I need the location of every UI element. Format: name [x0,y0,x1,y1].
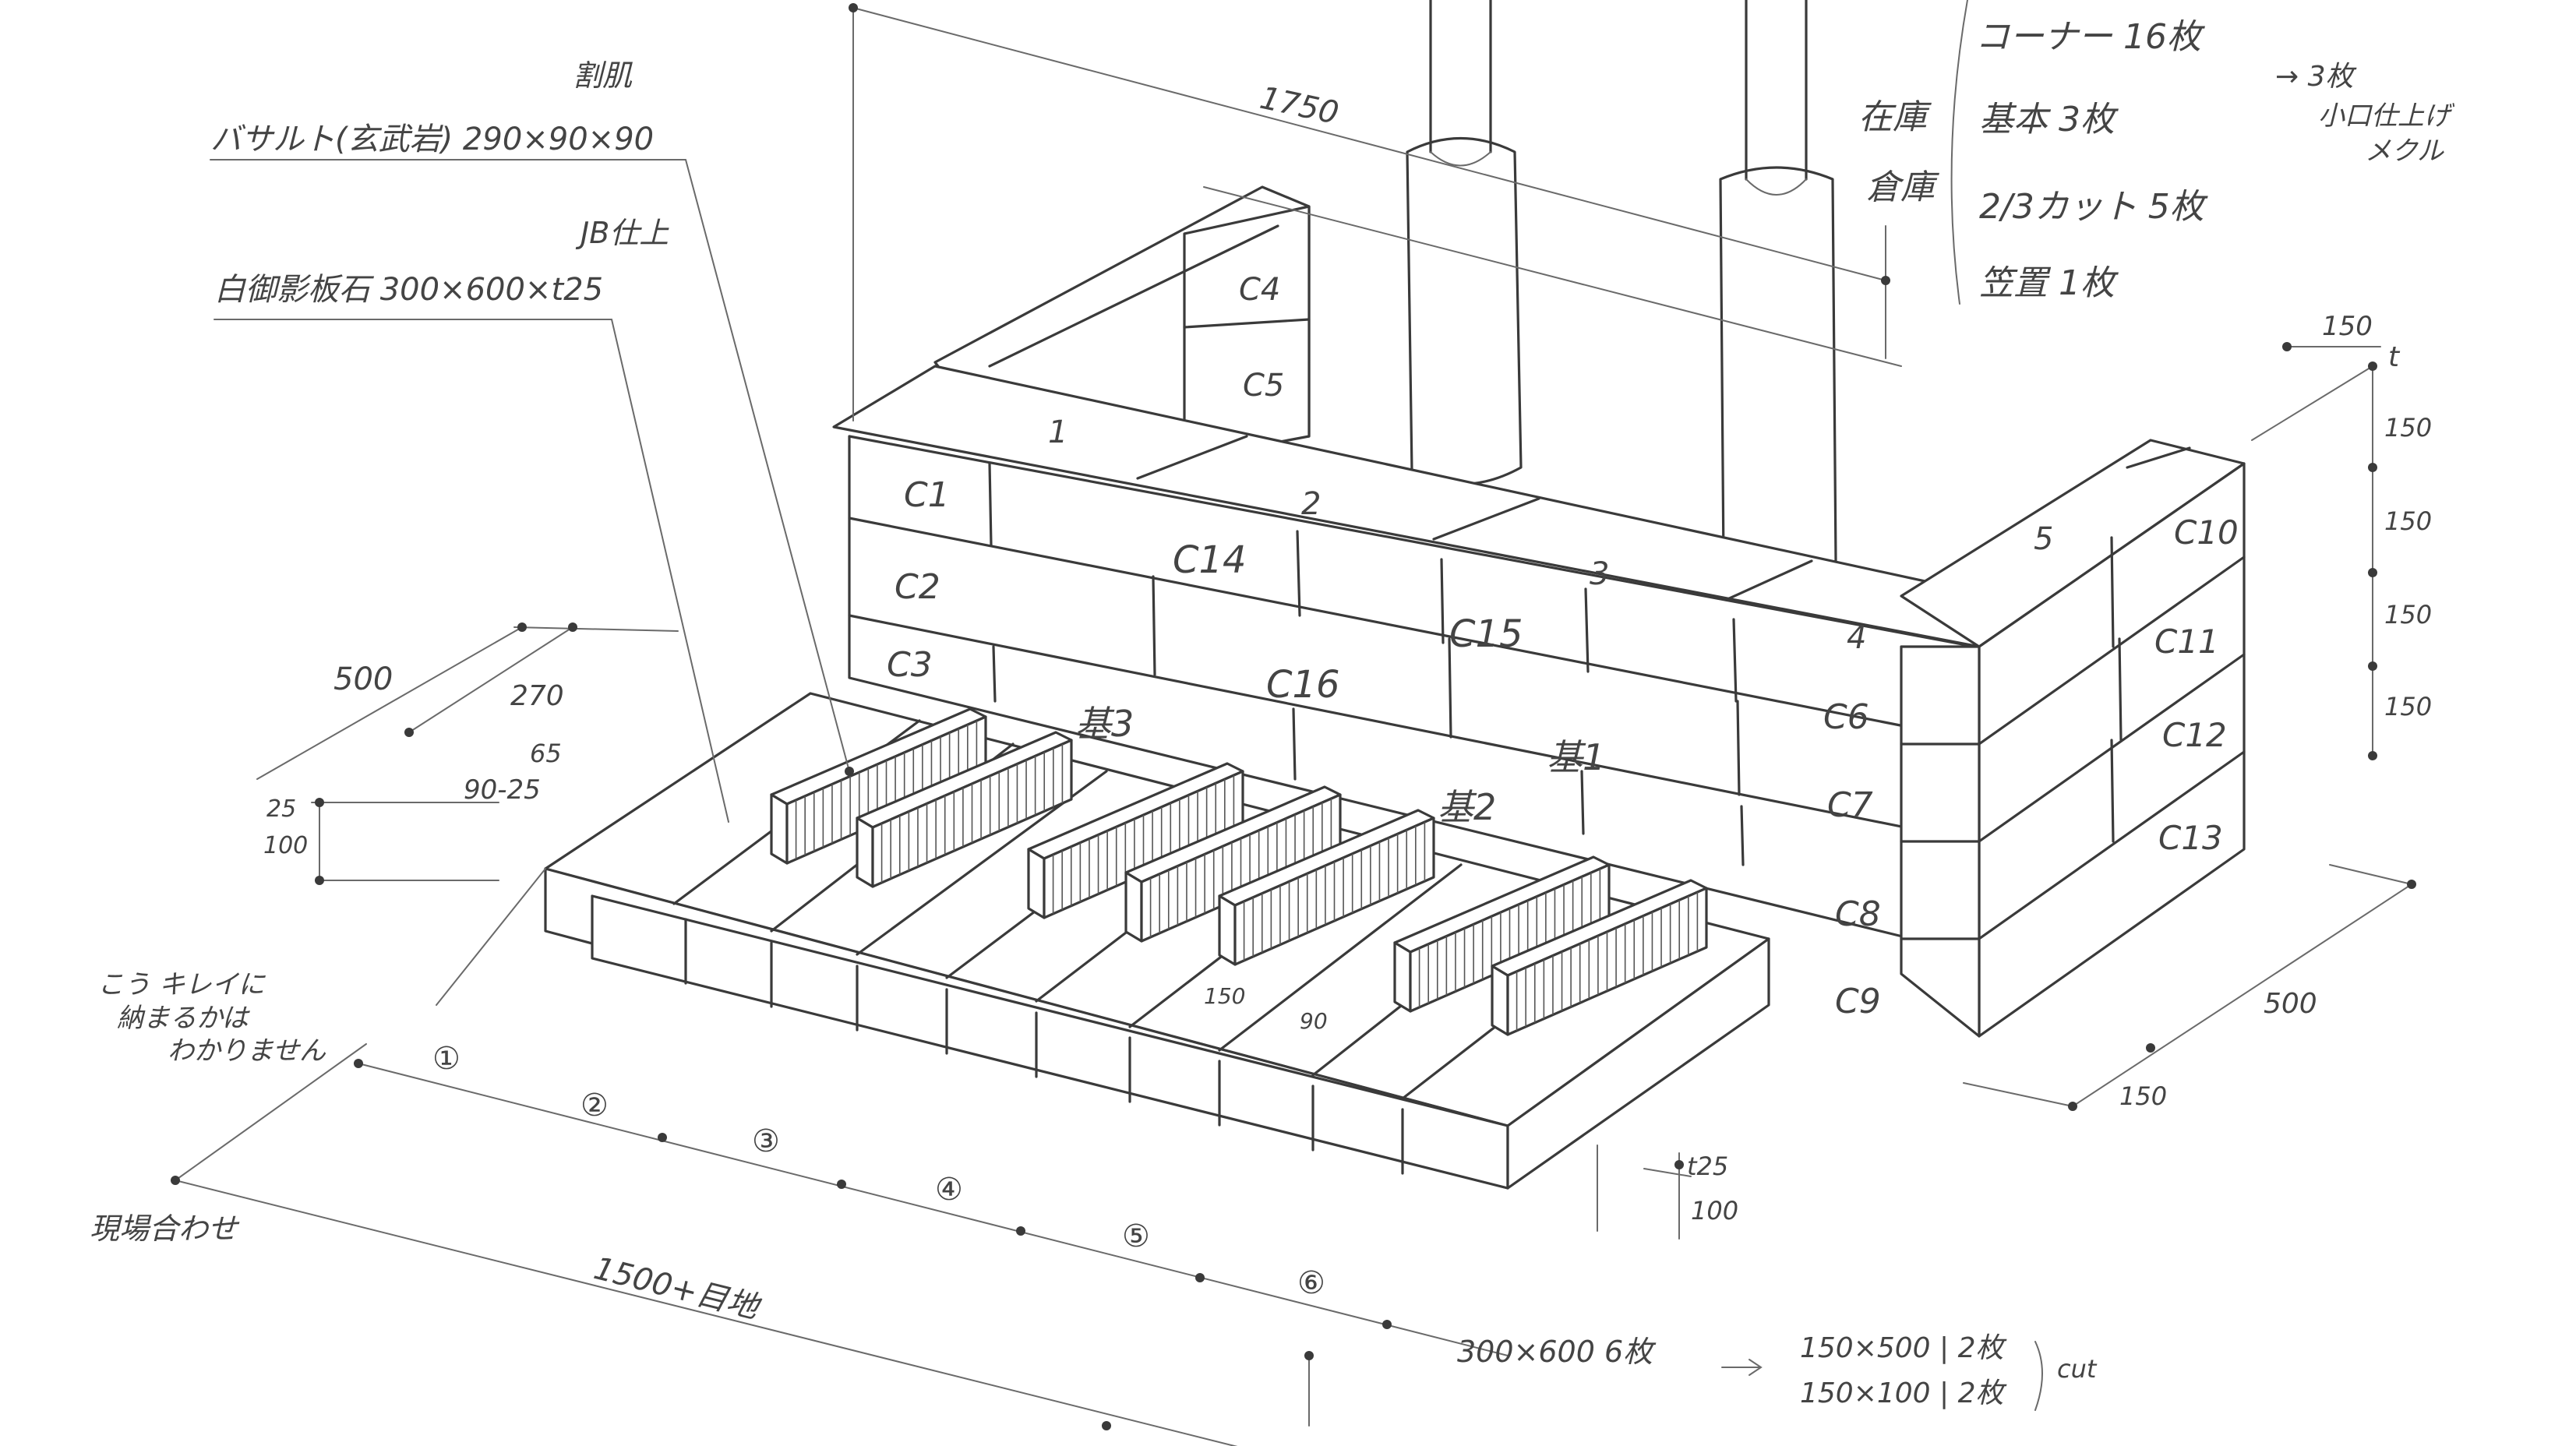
label-kihon-2: 基2 [1438,786,1496,828]
basalt-bar [770,707,987,865]
dim-right-t: t [2388,341,2401,373]
dim-front-100: 100 [1691,1196,1738,1226]
granite-spec-label: 白御影板石 300×600×t25 [214,272,603,308]
jb-finish-label: JB仕上 [575,216,669,250]
fit-note-line-3: わかりません [168,1035,326,1067]
dim-top-length: 1750 [1257,80,1342,132]
cut-source: 300×600 6枚 [1457,1335,1657,1369]
slab-number-5: ⑤ [1122,1219,1150,1254]
basalt-bar [1491,879,1708,1036]
dimension-dots [171,3,2416,1430]
fit-note-line-2: 納まるかは [117,1003,251,1034]
dim-slab-90: 90 [1300,1008,1328,1034]
label-c15: C15 [1449,612,1523,656]
label-block-5: 5 [2034,521,2053,557]
cut-word: cut [2057,1354,2098,1384]
stock-list-bracket [1950,0,1968,305]
dim-front-t25: t25 [1687,1152,1728,1181]
basalt-bars [770,707,1708,1036]
surface-finish-label: 割肌 [573,58,633,93]
downspout-left [1406,0,1523,485]
dimension-lines [175,7,2412,1446]
label-c8: C8 [1835,894,1881,934]
dim-25: 25 [266,795,296,823]
downspout-right [1719,0,1837,579]
label-c10: C10 [2174,513,2239,552]
basalt-bar [856,731,1073,888]
block-labels: C1 C2 C3 C4 C5 C6 C7 C8 C9 C10 C11 C12 C… [887,272,2239,1021]
dim-100: 100 [263,832,308,859]
label-c6: C6 [1823,697,1869,737]
dim-right-150-d: 150 [2384,692,2432,721]
label-c1: C1 [904,475,950,515]
basalt-bar [1027,762,1244,919]
label-c4: C4 [1239,272,1280,308]
label-block-1: 1 [1048,414,1067,450]
dim-right-150-a: 150 [2384,413,2432,443]
label-c13: C13 [2158,819,2223,857]
fit-note-line-1: こう キレイに [97,969,266,1000]
label-c16: C16 [1266,663,1340,707]
cut-list: 300×600 6枚 150×500 | 2枚 150×100 | 2枚 cut [1457,1332,2098,1411]
annotations: 割肌 バサルト(玄武岩) 290×90×90 JB仕上 白御影板石 300×60… [90,58,1939,1246]
label-block-2: 2 [1301,486,1321,522]
dim-right-150-b: 150 [2384,506,2432,536]
dim-90-25: 90-25 [464,774,541,806]
label-c14: C14 [1173,538,1247,582]
label-c3: C3 [887,645,933,685]
dim-270: 270 [510,680,564,712]
label-c5: C5 [1243,368,1284,404]
slab-number-2: ② [580,1088,609,1123]
stock-basic: 基本 3枚 [1979,100,2119,139]
dim-left-depth: 500 [333,661,393,697]
slab-number-3: ③ [752,1123,780,1159]
label-kihon-1: 基1 [1547,736,1605,778]
dim-right-150-bottom: 150 [2119,1081,2167,1111]
dim-right-150-top: 150 [2322,311,2373,342]
stock-two-thirds: 2/3カット 5枚 [1979,187,2208,227]
stock-cap: 笠置 1枚 [1979,263,2119,303]
stock-corner: コーナー 16枚 [1975,17,2205,57]
label-kihon-3: 基3 [1075,703,1134,745]
label-block-4: 4 [1847,620,1866,656]
label-c7: C7 [1827,785,1873,825]
basalt-bar [1218,809,1435,966]
back-wall [933,185,1311,461]
label-c11: C11 [2154,622,2219,661]
cut-a: 150×500 | 2枚 [1800,1332,2008,1364]
label-c9: C9 [1835,982,1881,1021]
stock-arrow-2: 小口仕上げ [2318,101,2455,132]
label-c2: C2 [895,567,940,607]
main-wall [832,365,1981,956]
dim-right-500: 500 [2264,988,2317,1020]
dim-right-150-c: 150 [2384,600,2432,630]
right-wall [1900,439,2246,1038]
storage-label: 倉庫 [1866,168,1939,207]
slab-number-6: ⑥ [1297,1265,1325,1301]
dim-slab-150: 150 [1204,983,1245,1009]
stock-label-1: 在庫 [1858,97,1932,137]
dim-bottom-length: 1500+目地 [591,1250,765,1327]
dim-65: 65 [530,739,562,768]
basalt-spec-label: バサルト(玄武岩) 290×90×90 [210,122,654,157]
label-c12: C12 [2162,716,2227,754]
stock-list: コーナー 16枚 基本 3枚 2/3カット 5枚 笠置 1枚 → 3枚 小口仕上… [1975,17,2455,303]
slab-number-4: ④ [935,1172,963,1208]
cut-b: 150×100 | 2枚 [1800,1377,2008,1409]
label-block-3: 3 [1590,556,1609,592]
stock-arrow-1: → 3枚 [2275,61,2358,93]
stock-arrow-3: メクル [2365,136,2444,167]
slab-number-1: ① [432,1041,461,1077]
site-adjust-label: 現場合わせ [90,1211,240,1246]
slab-numbers: ① ② ③ ④ ⑤ ⑥ [432,1041,1325,1301]
basalt-bar [1393,855,1611,1013]
